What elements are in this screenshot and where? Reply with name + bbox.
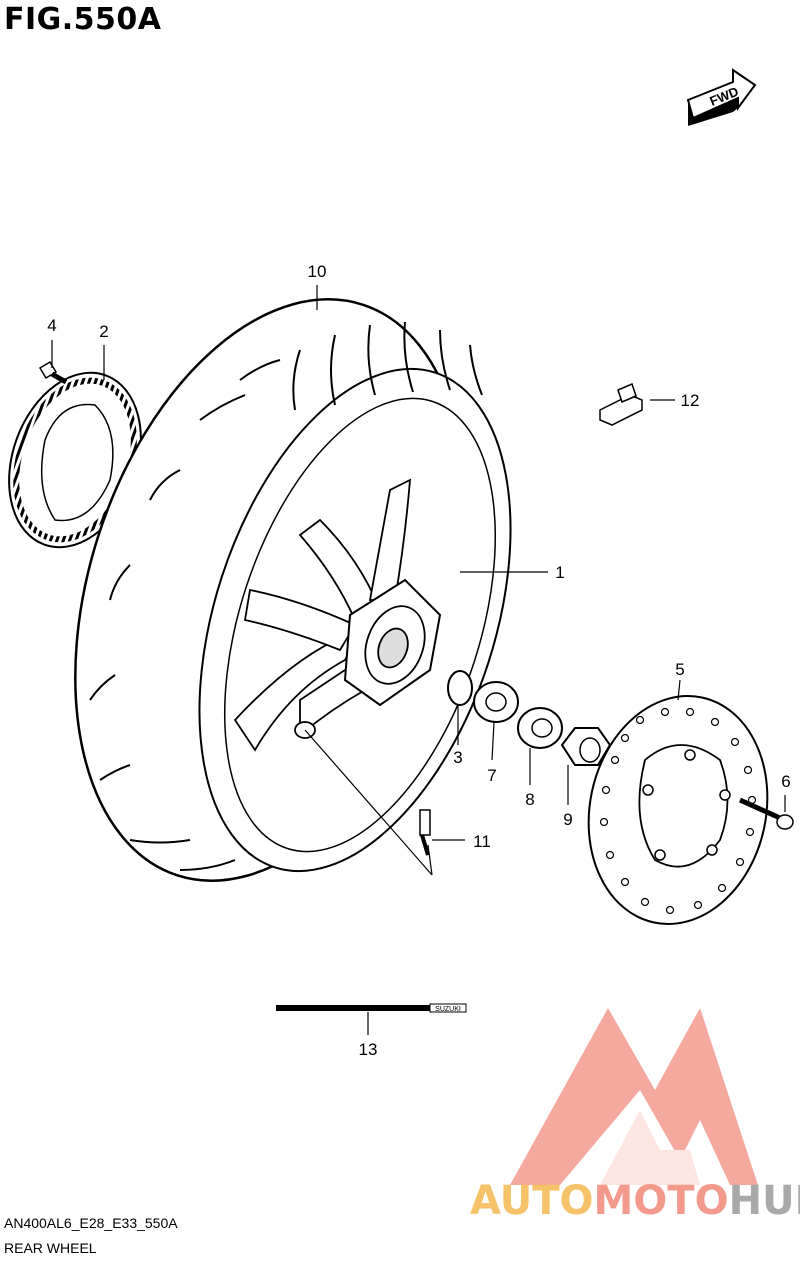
callout-6: 6 xyxy=(781,772,791,791)
tire-valve-icon xyxy=(419,809,431,856)
callout-2: 2 xyxy=(99,322,109,341)
fwd-arrow-icon xyxy=(686,68,757,126)
callout-4: 4 xyxy=(47,316,57,335)
rear-tire-icon xyxy=(74,298,512,882)
watermark-logo xyxy=(510,1008,758,1185)
callout-10: 10 xyxy=(307,262,327,281)
watermark-text: AUTOMOTOHUB xyxy=(470,1178,800,1224)
callout-9: 9 xyxy=(563,810,573,829)
callout-8: 8 xyxy=(525,790,535,809)
callout-7: 7 xyxy=(487,766,497,785)
balance-weight-icon xyxy=(599,382,643,426)
o-ring-icon xyxy=(447,670,473,706)
figure-title: FIG.550A xyxy=(4,2,162,37)
callout-11: 11 xyxy=(473,832,491,851)
diagram-code: AN400AL6_E28_E33_550A xyxy=(4,1215,178,1231)
callout-12: 12 xyxy=(680,391,700,410)
strip-label: SUZUKI xyxy=(435,1006,461,1013)
watermark-moto: MOTO xyxy=(593,1178,729,1224)
spacer-icon xyxy=(517,707,563,749)
leader-lines xyxy=(51,285,786,1035)
label-strip-icon: SUZUKI xyxy=(276,1003,467,1013)
callout-3: 3 xyxy=(453,748,463,767)
watermark-hub: HUB xyxy=(728,1178,800,1224)
callout-5: 5 xyxy=(675,660,685,679)
wheel-hub-icon xyxy=(233,478,442,752)
sensor-ring-icon xyxy=(8,371,142,549)
disc-bolt-icon xyxy=(738,797,794,830)
callout-13: 13 xyxy=(358,1040,378,1059)
diagram-caption: REAR WHEEL xyxy=(4,1240,97,1256)
watermark-auto: AUTO xyxy=(470,1178,594,1224)
bolt-icon xyxy=(38,360,68,385)
brake-disc-icon xyxy=(587,695,769,925)
callout-1: 1 xyxy=(555,563,565,582)
bearing-icon xyxy=(473,681,519,723)
